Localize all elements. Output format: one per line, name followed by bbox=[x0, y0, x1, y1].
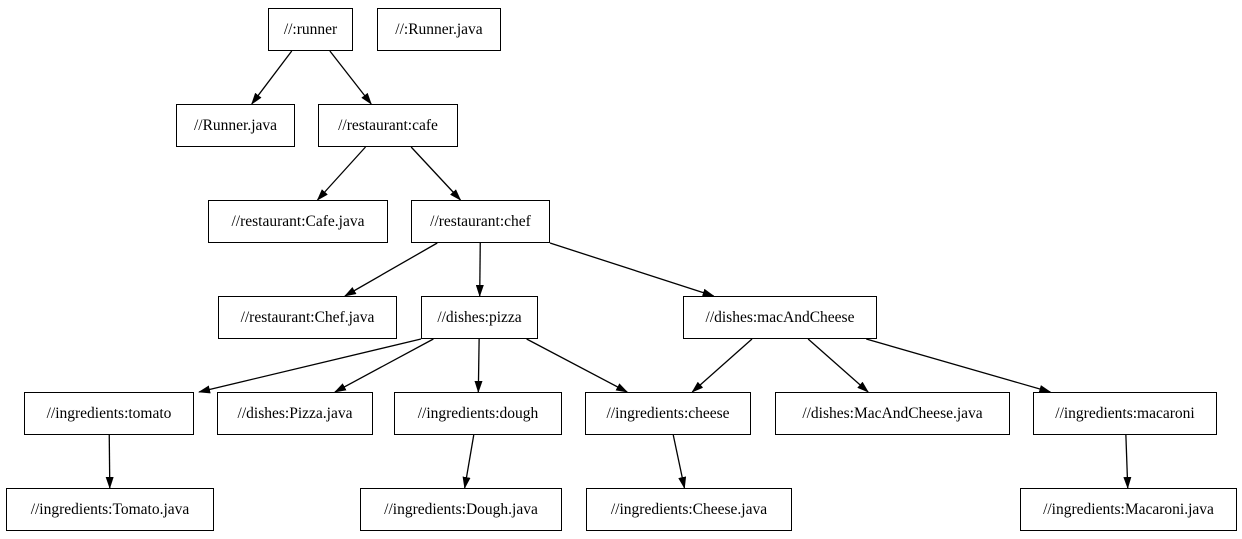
edge-pizza-to-cheese bbox=[526, 338, 629, 393]
graph-node-mac_and_cheese: //dishes:macAndCheese bbox=[683, 296, 877, 339]
graph-node-mac_and_cheese_java: //dishes:MacAndCheese.java bbox=[775, 392, 1010, 435]
edge-pizza-to-pizza_java bbox=[334, 338, 434, 393]
edge-runner-to-cafe bbox=[329, 50, 372, 105]
edge-chef-to-chef_java bbox=[344, 242, 438, 297]
graph-node-chef_java: //restaurant:Chef.java bbox=[218, 296, 397, 339]
edge-cafe-to-cafe_java bbox=[316, 146, 366, 201]
graph-node-tomato: //ingredients:tomato bbox=[24, 392, 194, 435]
graph-node-cafe: //restaurant:cafe bbox=[318, 104, 458, 147]
graph-node-dough: //ingredients:dough bbox=[394, 392, 562, 435]
graph-node-dough_java: //ingredients:Dough.java bbox=[360, 488, 562, 531]
edge-mac_and_cheese-to-macaroni bbox=[866, 338, 1052, 393]
edge-dough-to-dough_java bbox=[462, 434, 475, 489]
edge-chef-to-pizza bbox=[475, 242, 484, 297]
graph-node-runner_java_lib: //:Runner.java bbox=[377, 8, 501, 51]
edge-mac_and_cheese-to-cheese bbox=[691, 338, 753, 393]
edge-cheese-to-cheese_java bbox=[672, 434, 687, 489]
edge-pizza-to-dough bbox=[474, 338, 483, 393]
graph-node-cafe_java: //restaurant:Cafe.java bbox=[208, 200, 388, 243]
edge-chef-to-mac_and_cheese bbox=[549, 242, 715, 297]
graph-node-pizza_java: //dishes:Pizza.java bbox=[217, 392, 373, 435]
graph-node-macaroni_java: //ingredients:Macaroni.java bbox=[1020, 488, 1237, 531]
graph-node-chef: //restaurant:chef bbox=[411, 200, 550, 243]
graph-node-macaroni: //ingredients:macaroni bbox=[1033, 392, 1217, 435]
edge-cafe-to-chef bbox=[410, 146, 462, 201]
graph-node-cheese_java: //ingredients:Cheese.java bbox=[586, 488, 792, 531]
edge-mac_and_cheese-to-mac_and_cheese_java bbox=[807, 338, 869, 393]
edge-pizza-to-tomato bbox=[198, 338, 422, 394]
graph-node-runner_java: //Runner.java bbox=[176, 104, 295, 147]
graph-node-runner: //:runner bbox=[268, 8, 353, 51]
graph-node-tomato_java: //ingredients:Tomato.java bbox=[6, 488, 214, 531]
edge-lines bbox=[105, 50, 1132, 489]
edge-tomato-to-tomato_java bbox=[105, 434, 114, 489]
edge-macaroni-to-macaroni_java bbox=[1123, 434, 1132, 489]
graph-node-cheese: //ingredients:cheese bbox=[585, 392, 751, 435]
edge-runner-to-runner_java bbox=[251, 50, 293, 105]
graph-node-pizza: //dishes:pizza bbox=[421, 296, 538, 339]
